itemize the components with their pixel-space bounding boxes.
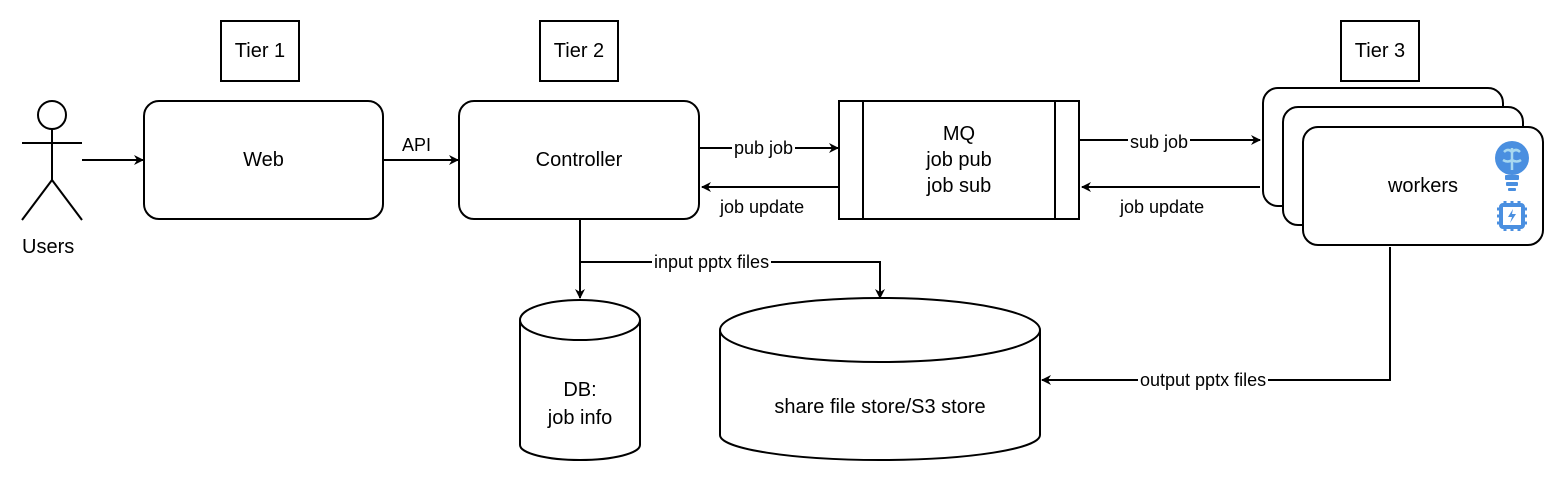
store-node[interactable]: share file store/S3 store [774,396,986,418]
web-node-label: Web [243,149,284,171]
tier-3-text: Tier 3 [1354,40,1406,62]
edge-label-input-files: input pptx files [652,252,772,272]
db-line-2: job info [547,407,613,429]
edge-label-api: API [400,135,434,155]
mq-line-2: job pub [926,149,992,171]
users-label: Users [22,236,75,258]
edge-label-output-files: output pptx files [1138,370,1269,390]
mq-title: MQ [942,123,976,145]
tier-3-label: Tier 3 [1340,20,1420,82]
db-line-1: DB: [563,379,597,401]
edge-label-job-update-workers: job update [1118,197,1207,217]
mq-right-bar [1054,102,1056,218]
db-cylinder [519,299,641,461]
mq-left-bar [862,102,864,218]
db-node[interactable]: DB: job info [520,376,640,432]
edge-label-pub-job: pub job [732,138,796,158]
workers-node-label: workers [1387,175,1458,197]
tier-2-text: Tier 2 [553,40,605,62]
chip-icon [1497,201,1527,231]
edge-label-job-update-controller: job update [718,197,807,217]
tier-2-label: Tier 2 [539,20,619,82]
edge-label-sub-job: sub job [1128,132,1191,152]
mq-node[interactable]: MQ job pub job sub [838,100,1080,220]
mq-line-3: job sub [926,175,992,197]
tier-1-label: Tier 1 [220,20,300,82]
lightbulb-brain-icon [1495,141,1529,191]
workers-node[interactable]: workers [1302,126,1544,246]
controller-node[interactable]: Controller [458,100,700,220]
users-actor-icon [21,100,83,221]
controller-node-label: Controller [535,149,623,171]
tier-1-text: Tier 1 [234,40,286,62]
web-node[interactable]: Web [143,100,384,220]
edge-workers-store [1041,247,1391,385]
store-cylinder [719,297,1041,461]
